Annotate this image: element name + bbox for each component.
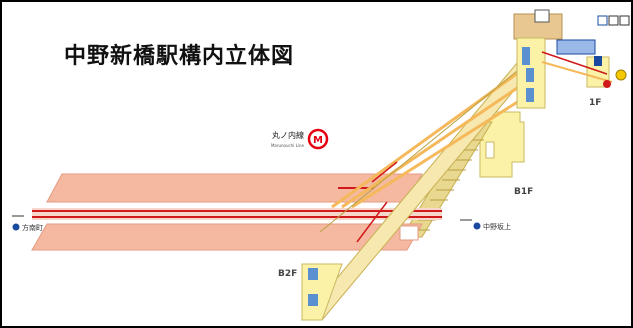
floor-label-b1f: B1F <box>514 187 533 197</box>
line-badge-symbol: M <box>313 135 323 146</box>
escalator-line-2 <box>341 80 527 209</box>
escalator-line-3 <box>351 92 531 209</box>
red-route-upper <box>371 161 398 183</box>
b2f-elevator-lower <box>308 294 318 306</box>
exit-icon <box>615 69 627 81</box>
red-route-lower <box>356 201 388 243</box>
platform-lower-end <box>399 225 419 241</box>
b1f-inner <box>485 141 495 159</box>
dir-left-text: 方南町 <box>22 223 43 232</box>
floor-label-b2f: B2F <box>278 269 297 279</box>
dir-left-badge <box>12 223 20 231</box>
b1f-concourse <box>479 111 525 178</box>
line-name: 丸ノ内線 <box>272 130 304 140</box>
1f-gate-area <box>556 39 596 55</box>
info-icon-2 <box>619 15 630 26</box>
b2f-elevator-upper <box>308 268 318 280</box>
1f-elevator-1 <box>522 47 530 65</box>
info-icon-1 <box>608 15 619 26</box>
line-name-en: Marunouchi Line <box>271 143 305 148</box>
platform-lower <box>31 223 423 251</box>
toilet-icon <box>597 15 608 26</box>
1f-route-orange <box>541 61 613 83</box>
page-title: 中野新橋駅構内立体図 <box>64 43 295 69</box>
1f-elevator-2 <box>526 68 534 82</box>
floor-label-1f: 1F <box>589 98 601 108</box>
escalator-edge <box>319 61 529 233</box>
dir-right-text: 中野坂上 <box>483 222 511 231</box>
line-badge-circle <box>307 128 329 150</box>
1f-route-red <box>541 51 608 75</box>
1f-elevator-3 <box>526 88 534 102</box>
dir-right-badge <box>473 222 481 230</box>
1f-building-top <box>534 9 550 23</box>
elevator-icon <box>594 56 602 66</box>
wheelchair-icon <box>603 80 611 88</box>
